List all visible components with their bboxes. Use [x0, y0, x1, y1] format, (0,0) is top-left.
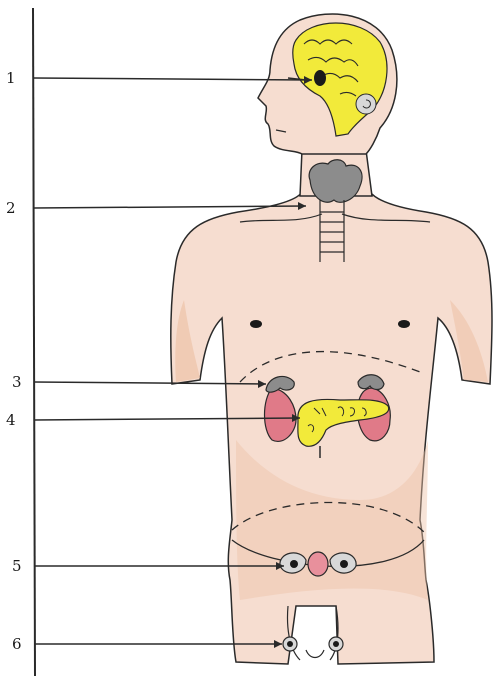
uterus: [308, 552, 328, 576]
thyroid-gland: [309, 160, 362, 203]
label-2: 2: [6, 199, 16, 217]
label-3: 3: [12, 373, 22, 391]
label-5: 5: [12, 557, 22, 575]
nipple-right: [398, 320, 410, 328]
nipple-left: [250, 320, 262, 328]
testis-right-core: [333, 641, 339, 647]
pituitary-gland: [314, 70, 326, 86]
label-4: 4: [6, 411, 16, 429]
gonad-left-core: [290, 560, 298, 568]
ear: [356, 94, 376, 114]
label-6: 6: [12, 635, 22, 653]
testis-left-core: [287, 641, 293, 647]
label-1: 1: [6, 69, 16, 87]
gonad-right-core: [340, 560, 348, 568]
